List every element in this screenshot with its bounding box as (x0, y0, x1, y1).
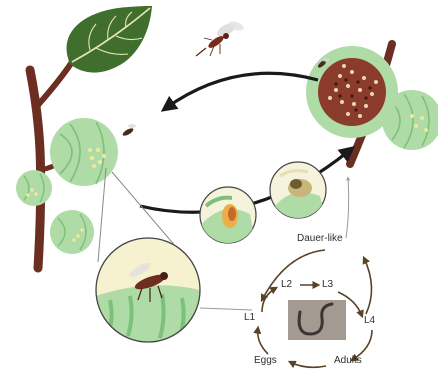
inset-circle-2 (270, 162, 326, 222)
syconium-right-cross-section (306, 46, 398, 138)
syconium-large-left (50, 118, 118, 186)
label-l2: L2 (281, 280, 292, 290)
label-dauer-like: Dauer-like (297, 234, 343, 244)
arrow-top-migration (166, 73, 318, 108)
label-l4: L4 (364, 316, 375, 326)
syconium-lower-left (50, 210, 94, 254)
label-eggs: Eggs (254, 356, 277, 366)
label-adults: Adults (334, 356, 362, 366)
zoom-inset-wasp-in-fig (96, 238, 200, 342)
fig-leaf (67, 6, 152, 73)
label-l1: L1 (244, 313, 255, 323)
connector-inset-to-l1 (200, 308, 252, 310)
fig-wasp-flying-icon (196, 20, 245, 56)
inset-circle-1 (200, 187, 256, 246)
syconium-small-left (16, 170, 52, 206)
wasp-entering-icon (122, 124, 136, 137)
connector-dauer-to-fig (346, 178, 349, 238)
nematode-micrograph (288, 300, 346, 340)
label-l3: L3 (322, 280, 333, 290)
